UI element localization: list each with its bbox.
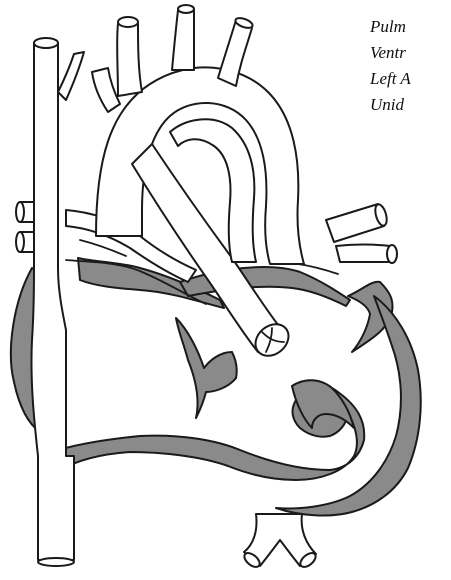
- ventricular-septum-upper: [176, 318, 237, 418]
- left-pulmonary-vein-lower: [336, 245, 392, 263]
- legend-item: Pulm: [370, 14, 451, 39]
- legend-item: Ventr: [370, 40, 451, 65]
- right-arch-branch: [92, 68, 120, 112]
- lpv-lower-opening: [387, 245, 397, 263]
- legend-item: Unid: [370, 92, 451, 117]
- ivc-opening: [38, 558, 74, 566]
- brachiocephalic-artery: [117, 24, 142, 96]
- innominate-vein: [58, 52, 84, 100]
- svc-opening: [34, 38, 58, 48]
- rpv-upper-opening: [16, 202, 24, 222]
- carotid-opening: [178, 5, 194, 13]
- legend: Pulm Ventr Left A Unid: [370, 14, 451, 118]
- brachiocephalic-opening: [118, 17, 138, 27]
- superior-vena-cava: [31, 40, 74, 560]
- legend-item: Left A: [370, 66, 451, 91]
- left-common-carotid-artery: [172, 10, 194, 70]
- rpv-lower-opening: [16, 232, 24, 252]
- left-atrial-outline: [298, 264, 338, 274]
